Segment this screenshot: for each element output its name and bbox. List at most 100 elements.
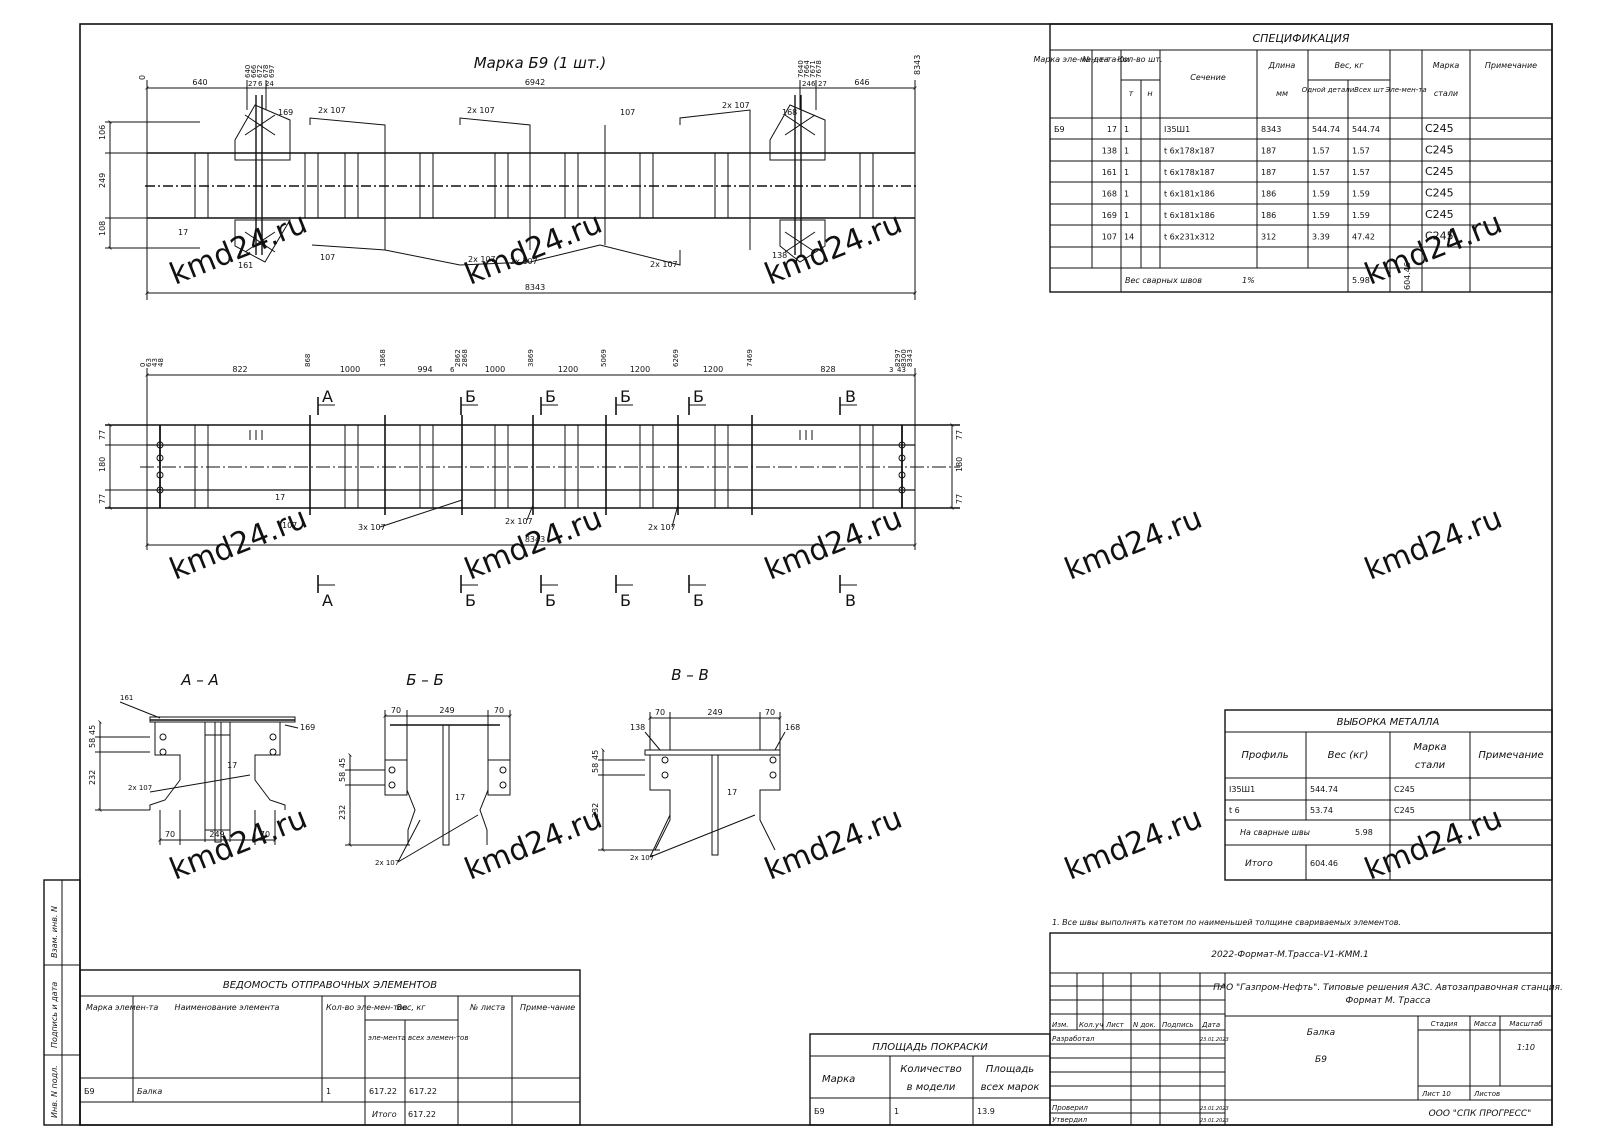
sdim: 45 <box>88 725 97 735</box>
paint-header-area2: всех марок <box>981 1082 1040 1093</box>
sdim: 45 <box>338 758 347 768</box>
dim-646: 646 <box>854 78 869 87</box>
stack-dim: 7640 <box>797 60 805 78</box>
bdim: 5069 <box>600 349 608 367</box>
bdim: 3869 <box>527 349 535 367</box>
spec-cell-one: 3.39 <box>1312 233 1330 242</box>
section-aa: А – А 45 58 232 70 249 70 161 169 17 2x … <box>88 671 315 845</box>
spec-cell-no: 161 <box>1102 168 1117 177</box>
sdim: 249 <box>707 708 722 717</box>
spec-cell-all: 1.59 <box>1352 211 1370 220</box>
spec-cell-t: 1 <box>1124 211 1129 220</box>
stack-dim: 697 <box>268 65 276 78</box>
side-stamp-b: Подпись и дата <box>50 982 59 1048</box>
spec-header-t: т <box>1129 89 1134 98</box>
bdim: 994 <box>417 365 432 374</box>
callout: 2x 107 <box>467 106 495 115</box>
section-mark: Б <box>545 591 556 610</box>
spec-mark: Б9 <box>1054 125 1065 134</box>
stamp-checked: Проверил <box>1052 1104 1088 1112</box>
bdim: 828 <box>820 365 835 374</box>
metal-row-steel: С245 <box>1394 785 1415 794</box>
callout: 107 <box>320 253 335 262</box>
spec-cell-steel: С245 <box>1425 144 1454 157</box>
sub-dim: 24 <box>802 80 811 88</box>
spec-cell-no: 17 <box>1107 125 1117 134</box>
shipping-header-mark: Марка элемен-та <box>86 1003 158 1012</box>
title-block-text: 2022-Формат-М.Трасса-V1-КММ.1 ПАО "Газпр… <box>1052 950 1563 1124</box>
section-mark: Б <box>620 591 631 610</box>
callout: 2x 107 <box>650 260 678 269</box>
sub-dim: 27 <box>248 80 257 88</box>
section-bb: Б – Б 45 58 232 70 249 70 17 2x 107 <box>338 671 512 867</box>
spec-cell-section: Ι35Ш1 <box>1164 125 1190 134</box>
paint-row-area: 13.9 <box>977 1107 995 1116</box>
spec-cell-steel: С245 <box>1425 230 1454 243</box>
stamp-project-2: Формат М. Трасса <box>1346 996 1431 1006</box>
bdim: 48 <box>157 358 165 367</box>
metal-row-weight: 53.74 <box>1310 806 1333 815</box>
bdim: 868 <box>304 354 312 367</box>
sdim: 58 <box>88 738 97 748</box>
watermark: kmd24.ru <box>760 206 907 293</box>
watermark: kmd24.ru <box>1060 801 1207 888</box>
paint-title: ПЛОЩАДЬ ПОКРАСКИ <box>872 1042 988 1053</box>
shipping-header-one: эле-мента <box>368 1034 406 1042</box>
vdim: 180 <box>955 457 964 472</box>
metal-table <box>1224 709 1553 881</box>
sub-dim: 24 <box>265 80 274 88</box>
callout: 17 <box>455 793 465 802</box>
side-stamp-a: Взам. инв. N <box>50 906 59 958</box>
shipping-table-text: ВЕДОМОСТЬ ОТПРАВОЧНЫХ ЭЛЕМЕНТОВ Марка эл… <box>84 980 575 1119</box>
stamp-col: N док. <box>1133 1021 1156 1029</box>
stamp-code: 2022-Формат-М.Трасса-V1-КММ.1 <box>1211 950 1369 960</box>
paint-table-text: ПЛОЩАДЬ ПОКРАСКИ Марка Количество в моде… <box>814 1042 1039 1116</box>
spec-cell-one: 1.59 <box>1312 211 1330 220</box>
shipping-total-value: 617.22 <box>408 1110 436 1119</box>
metal-weld-label: На сварные швы <box>1240 828 1310 837</box>
bdim: 6269 <box>672 349 680 367</box>
vdim: 108 <box>98 221 107 236</box>
stamp-sheet: Лист 10 <box>1421 1090 1451 1098</box>
spec-cell-one: 1.59 <box>1312 190 1330 199</box>
spec-cell-steel: С245 <box>1425 122 1454 135</box>
callout: 17 <box>178 228 188 237</box>
stamp-col: Подпись <box>1162 1021 1194 1029</box>
section-mark: Б <box>545 387 556 406</box>
dim-640: 640 <box>192 78 207 87</box>
callout: 2x 107 <box>468 255 496 264</box>
callout: 3x 107 <box>358 523 386 532</box>
section-mark: Б <box>465 591 476 610</box>
spec-header-steel2: стали <box>1434 89 1458 98</box>
sub-dim: 6 <box>258 80 263 88</box>
spec-cell-t: 1 <box>1124 190 1129 199</box>
callout: 2x 107 <box>648 523 676 532</box>
spec-cell-t: 1 <box>1124 168 1129 177</box>
metal-weld-value: 5.98 <box>1355 828 1373 837</box>
spec-header-note: Примечание <box>1485 61 1537 70</box>
sdim: 70 <box>391 706 401 715</box>
callout: 2x 107 <box>510 257 538 266</box>
stamp-col: Изм. <box>1052 1021 1068 1029</box>
sdim: 232 <box>591 803 600 818</box>
stamp-name-1: Балка <box>1307 1028 1335 1038</box>
spec-weld-label: Вес сварных швов <box>1125 276 1202 285</box>
section-mark: В <box>845 591 856 610</box>
sub-dim: 6 <box>811 80 816 88</box>
stamp-project-1: ПАО "Газпром-Нефть". Типовые решения АЗС… <box>1213 983 1563 993</box>
vdim: 77 <box>955 494 964 504</box>
section-title: В – В <box>671 666 709 684</box>
bdim: 7469 <box>746 349 754 367</box>
spec-cell-no: 138 <box>1102 147 1117 156</box>
general-note: 1. Все швы выполнять катетом по наименьш… <box>1052 918 1401 927</box>
spec-cell-length: 187 <box>1261 147 1276 156</box>
watermark: kmd24.ru <box>760 801 907 888</box>
spec-header-steel: Марка <box>1433 61 1460 70</box>
stamp-sheets: Листов <box>1473 1090 1500 1098</box>
shipping-header-name: Наименование элемента <box>175 1003 280 1012</box>
vdim: 106 <box>98 125 107 140</box>
metal-header-steel: Марка <box>1413 742 1446 753</box>
sub-dim: 27 <box>818 80 827 88</box>
sdim: 70 <box>260 830 270 839</box>
spec-element-total: 604.46 <box>1403 262 1412 290</box>
